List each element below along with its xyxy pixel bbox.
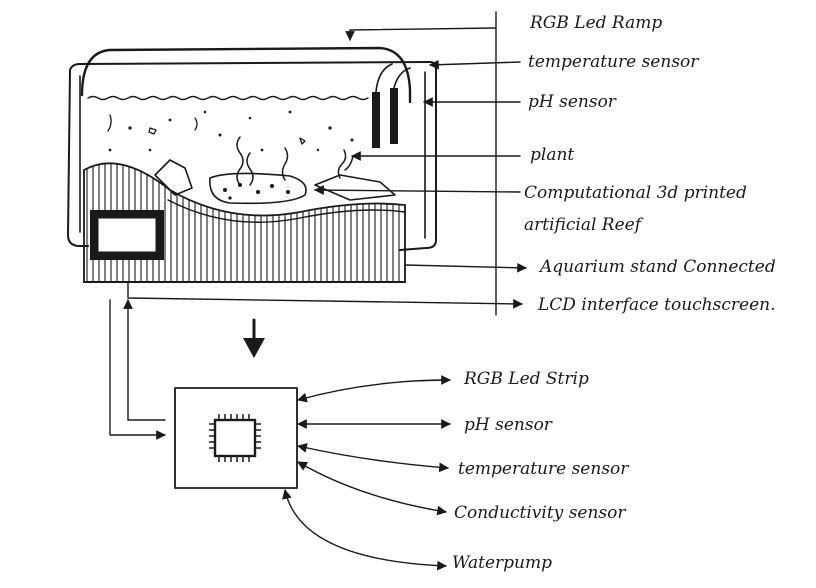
lcd-screen (97, 217, 157, 253)
ph-sensor-probe (390, 88, 398, 144)
temperature-sensor-probe (372, 92, 380, 148)
label-aquarium-stand: Aquarium stand Connected (538, 257, 776, 277)
label-rgb-led-strip: RGB Led Strip (463, 369, 589, 389)
substrate (83, 162, 406, 283)
label-reef-line1: Computational 3d printed (524, 183, 747, 203)
water-surface (87, 95, 369, 101)
label-conductivity-sensor: Conductivity sensor (454, 503, 626, 523)
controller-box (174, 387, 298, 489)
aquarium (67, 11, 497, 316)
controller (174, 387, 298, 489)
water-particles (108, 110, 354, 152)
label-plant: plant (530, 145, 574, 165)
microchip-icon (209, 414, 261, 462)
down-arrow-icon (243, 318, 265, 358)
label-controller-ph-sensor: pH sensor (464, 415, 553, 435)
label-rgb-led-ramp: RGB Led Ramp (529, 13, 662, 33)
label-ph-sensor: pH sensor (528, 92, 617, 112)
label-controller-temperature-sensor: temperature sensor (458, 459, 629, 479)
label-waterpump: Waterpump (452, 553, 552, 573)
label-lcd-interface: LCD interface touchscreen. (537, 295, 775, 315)
rgb-led-ramp (80, 46, 412, 104)
controller-connections (109, 299, 451, 571)
label-reef-line2: artificial Reef (524, 215, 644, 235)
plant (236, 136, 354, 186)
label-temperature-sensor: temperature sensor (528, 52, 699, 72)
aquarium-pointers (127, 27, 527, 309)
artificial-reef (154, 159, 396, 205)
